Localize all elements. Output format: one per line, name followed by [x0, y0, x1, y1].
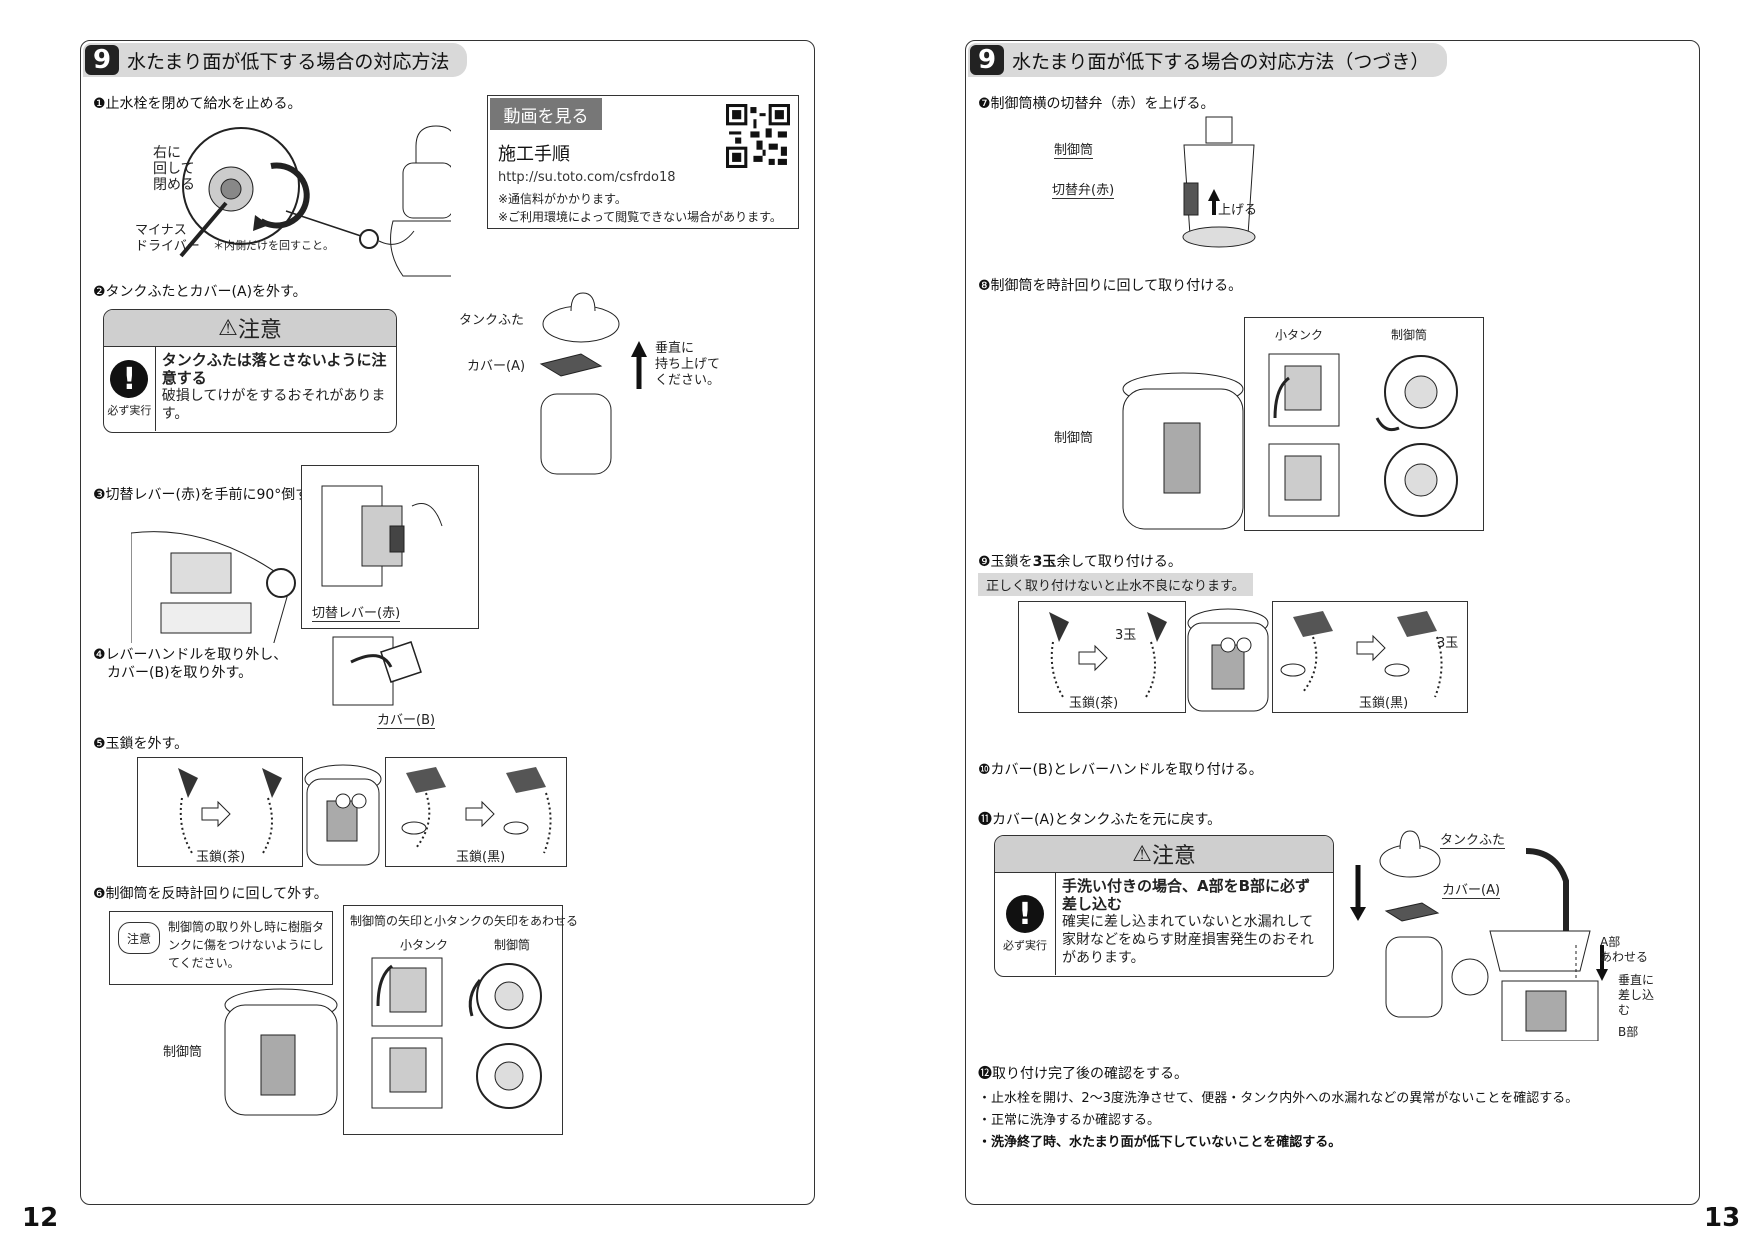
step11-tank-illustration — [1350, 830, 1443, 1018]
label-switch-valve: 切替弁(赤) — [1052, 179, 1115, 199]
step7-illustration — [1182, 116, 1256, 248]
label-rotate-close: 右に 回して 閉める — [153, 145, 195, 193]
label-screwdriver: マイナス ドライバー — [135, 223, 200, 254]
video-subtitle: 施工手順 — [498, 144, 570, 165]
exclamation-icon: ! — [1006, 895, 1044, 933]
step9-brown-chain-figure: 3玉 玉鎖(茶) — [1018, 601, 1186, 713]
step9-warning: 正しく取り付けないと止水不良になります。 — [978, 573, 1253, 596]
label-tank-lid: タンクふた — [1440, 829, 1506, 849]
right-page-number: 13 — [1704, 1203, 1741, 1233]
label-raise: 上げる — [1218, 203, 1258, 218]
caution-text: 確実に差し込まれていないと水漏れして家財などをぬらす財産損害発生のおそれがありま… — [1062, 914, 1314, 966]
section-title: 水たまり面が低下する場合の対応方法 — [127, 50, 450, 73]
step-9: ❾玉鎖を3玉余して取り付ける。 — [978, 554, 1182, 570]
step5-brown-chain-figure: 玉鎖(茶) — [137, 757, 303, 867]
step11-handwash-illustration — [1451, 848, 1608, 1041]
label-control-cylinder-left: 制御筒 — [1054, 431, 1094, 446]
step-10: ❿カバー(B)とレバーハンドルを取り付ける。 — [978, 762, 1263, 778]
label-brown-chain: 玉鎖(茶) — [1069, 696, 1119, 711]
section-number: 9 — [970, 45, 1004, 75]
step-2: ❷タンクふたとカバー(A)を外す。 — [93, 284, 307, 300]
step6-alignment-figure: 制御筒の矢印と小タンクの矢印をあわせる 小タンク 制御筒 — [343, 905, 578, 1135]
step5-black-chain-figure: 玉鎖(黒) — [385, 757, 567, 867]
step-11: ⓫カバー(A)とタンクふたを元に戻す。 — [978, 812, 1222, 828]
must-do-icon: ! 必ず実行 — [104, 347, 156, 431]
step6-fig-title: 制御筒の矢印と小タンクの矢印をあわせる — [350, 914, 579, 928]
step9-bold: 3玉 — [1032, 554, 1057, 570]
label-control-cylinder-fig: 制御筒 — [1391, 328, 1428, 342]
step-7: ❼制御筒横の切替弁（赤）を上げる。 — [978, 96, 1215, 112]
step9-black-chain-figure: 3玉 玉鎖(黒) — [1272, 601, 1468, 713]
section-number: 9 — [85, 45, 119, 75]
label-insert-vertical: 垂直に 差し込 む — [1618, 973, 1655, 1017]
label-switch-lever: 切替レバー(赤) — [312, 602, 401, 622]
label-black-chain: 玉鎖(黒) — [456, 850, 506, 865]
label-a-part: A部 あわせる — [1600, 935, 1649, 964]
step11-caution-box: ⚠注意 ! 必ず実行 手洗い付きの場合、A部をB部に必ず差し込む 確実に差し込ま… — [994, 835, 1334, 977]
step-6: ❻制御筒を反時計回りに回して外す。 — [93, 886, 328, 902]
caution-text: 破損してけがをするおそれがあります。 — [161, 388, 386, 422]
right-section-header: 9 水たまり面が低下する場合の対応方法（つづき） — [968, 43, 1448, 77]
section-title: 水たまり面が低下する場合の対応方法（つづき） — [1012, 50, 1430, 73]
caution-heading: ⚠注意 — [104, 310, 396, 347]
caution-bold-text: タンクふたは落とさないように注意する — [161, 351, 387, 387]
video-url[interactable]: http://su.toto.com/csfrdo18 — [498, 170, 676, 185]
label-lift-vertical: 垂直に 持ち上げて ください。 — [655, 341, 721, 388]
left-section-header: 9 水たまり面が低下する場合の対応方法 — [83, 43, 468, 77]
exclamation-icon: ! — [110, 360, 149, 398]
step6-note-text: 制御筒の取り外し時に樹脂タンクに傷をつけないようにしてください。 — [168, 920, 325, 970]
qr-code-icon[interactable] — [726, 104, 790, 168]
step3-illustration-main — [131, 531, 296, 643]
step-12: ⓬取り付け完了後の確認をする。 — [978, 1066, 1188, 1082]
label-small-tank: 小タンク — [400, 938, 449, 952]
step-4-line2: カバー(B)を取り外す。 — [107, 665, 253, 681]
label-black-chain: 玉鎖(黒) — [1359, 696, 1409, 711]
step8-detail-figure: 小タンク 制御筒 — [1244, 317, 1484, 531]
video-tag: 動画を見る — [490, 98, 602, 130]
step8-tank-illustration — [1122, 372, 1244, 530]
step-1: ❶止水栓を閉めて給水を止める。 — [93, 96, 302, 112]
label-tank-lid: タンクふた — [459, 313, 525, 328]
right-page-panel: 9 水たまり面が低下する場合の対応方法（つづき） ❼制御筒横の切替弁（赤）を上げ… — [965, 40, 1700, 1205]
step-4-line1: ❹レバーハンドルを取り外し、 — [93, 647, 288, 663]
label-three-balls-1: 3玉 — [1115, 628, 1137, 643]
label-b-part: B部 — [1618, 1025, 1639, 1039]
warning-triangle-icon: ⚠ — [218, 315, 238, 341]
video-box[interactable]: 動画を見る 施工手順 http://su.toto.com/csfrdo18 ※… — [487, 95, 799, 229]
video-note-2: ※ご利用環境によって閲覧できない場合があります。 — [498, 210, 782, 224]
step3-detail-figure: 切替レバー(赤) — [301, 465, 479, 629]
label-small-tank: 小タンク — [1275, 328, 1324, 342]
caution-tag-icon: 注意 — [118, 922, 160, 954]
step12-item-1: ・止水栓を開け、2～3度洗浄させて、便器・タンク内外への水漏れなどの異常がないこ… — [978, 1091, 1579, 1106]
label-control-cylinder: 制御筒 — [1054, 139, 1094, 159]
label-brown-chain: 玉鎖(茶) — [196, 850, 246, 865]
label-control-cylinder-top: 制御筒 — [494, 938, 531, 952]
step9-tank-illustration — [1187, 608, 1269, 712]
step4-illustration — [332, 636, 422, 706]
label-cover-a: カバー(A) — [1442, 879, 1501, 899]
step-3: ❸切替レバー(赤)を手前に90°倒す。 — [93, 487, 322, 503]
step-5: ❺玉鎖を外す。 — [93, 736, 189, 752]
label-cover-b: カバー(B) — [377, 709, 436, 729]
step1-illustration — [179, 125, 451, 277]
step5-tank-illustration — [304, 764, 382, 866]
step2-illustration — [539, 292, 647, 475]
label-three-balls-2: 3玉 — [1437, 636, 1459, 651]
must-do-icon: ! 必ず実行 — [995, 873, 1056, 975]
step2-caution-box: ⚠注意 ! 必ず実行 タンクふたは落とさないように注意する 破損してけがをするお… — [103, 309, 397, 433]
step12-item-bold: ・洗浄終了時、水たまり面が低下していないことを確認する。 — [978, 1135, 1342, 1150]
step6-tank-illustration — [224, 988, 338, 1116]
step12-item-2: ・正常に洗浄するか確認する。 — [978, 1113, 1161, 1128]
label-inner-only: ＊内側だけを回すこと。 — [213, 239, 334, 252]
label-cover-a: カバー(A) — [467, 359, 526, 374]
caution-bold-text: 手洗い付きの場合、A部をB部に必ず差し込む — [1062, 877, 1311, 913]
step6-note-box: 注意 制御筒の取り外し時に樹脂タンクに傷をつけないようにしてください。 — [109, 911, 333, 985]
left-page-panel: 9 水たまり面が低下する場合の対応方法 ❶止水栓を閉めて給水を止める。 右に 回… — [80, 40, 815, 1205]
warning-triangle-icon: ⚠ — [1132, 841, 1152, 867]
step-8: ❽制御筒を時計回りに回して取り付ける。 — [978, 278, 1243, 294]
left-page-number: 12 — [22, 1203, 59, 1233]
label-control-cylinder: 制御筒 — [163, 1045, 203, 1060]
caution-heading: ⚠注意 — [995, 836, 1333, 873]
video-note-1: ※通信料がかかります。 — [498, 192, 627, 206]
